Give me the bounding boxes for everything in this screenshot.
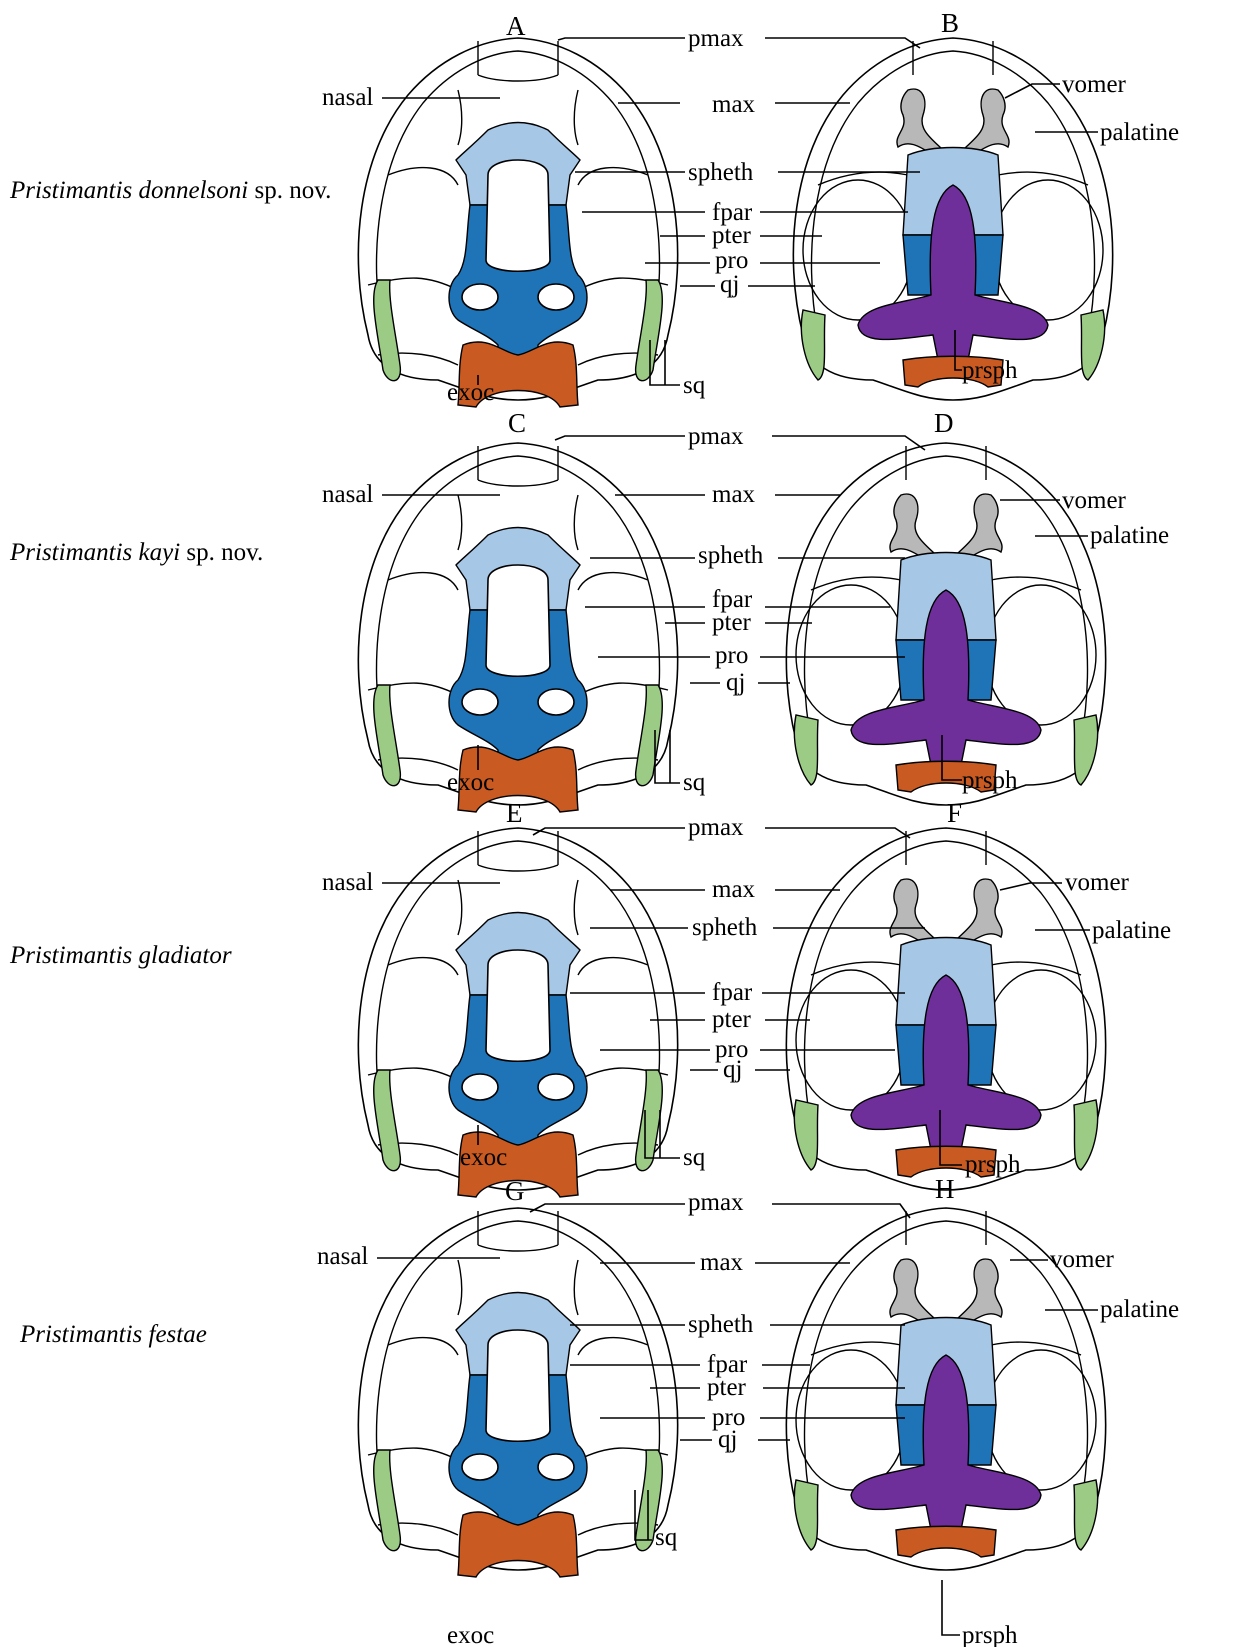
label-pmax-row4: pmax: [688, 1189, 744, 1216]
label-prsph-row3: prsph: [965, 1151, 1021, 1178]
label-qj-row3: qj: [723, 1056, 742, 1083]
label-pter-row3: pter: [712, 1006, 752, 1033]
label-exoc-row1: exoc: [447, 379, 494, 406]
panel-label-B: B: [941, 8, 959, 38]
label-exoc-row3: exoc: [460, 1144, 507, 1171]
label-vomer-row4: vomer: [1050, 1246, 1115, 1273]
panel-D-skull: [786, 443, 1105, 805]
species-name-4: Pristimantis festae: [19, 1321, 207, 1348]
label-pter-row1: pter: [712, 222, 752, 249]
label-fpar-row3: fpar: [712, 979, 753, 1006]
label-spheth-row3: spheth: [692, 914, 758, 941]
panel-C-skull: [358, 443, 677, 812]
label-spheth-row1: spheth: [688, 159, 754, 186]
label-vomer-row2: vomer: [1062, 487, 1127, 514]
label-pter-row4: pter: [707, 1374, 747, 1401]
label-max-row4: max: [700, 1249, 744, 1276]
label-vomer-row3: vomer: [1065, 869, 1130, 896]
label-sq-row2: sq: [683, 769, 706, 796]
panel-label-D: D: [934, 408, 954, 438]
label-prsph-row1: prsph: [962, 357, 1018, 384]
panel-A-skull: [358, 38, 677, 407]
panel-label-A: A: [506, 11, 526, 41]
label-palatine-row3: palatine: [1092, 917, 1171, 944]
label-qj-row1: qj: [720, 271, 739, 298]
panel-label-E: E: [506, 798, 523, 828]
label-vomer-row1: vomer: [1062, 71, 1127, 98]
label-palatine-row2: palatine: [1090, 522, 1169, 549]
label-palatine-row4: palatine: [1100, 1296, 1179, 1323]
label-prsph-row2: prsph: [962, 767, 1018, 794]
label-max-row2: max: [712, 481, 756, 508]
species-name-1: Pristimantis donnelsoni sp. nov.: [9, 177, 331, 204]
panel-label-H: H: [935, 1174, 955, 1204]
label-pter-row2: pter: [712, 609, 752, 636]
label-pmax-row2: pmax: [688, 423, 744, 450]
label-pro-row2: pro: [715, 642, 748, 669]
panel-label-C: C: [508, 408, 526, 438]
label-sq-row4: sq: [655, 1524, 678, 1551]
label-nasal-row3: nasal: [322, 869, 373, 896]
label-exoc-row2: exoc: [447, 769, 494, 796]
label-spheth-row4: spheth: [688, 1311, 754, 1338]
label-max-row3: max: [712, 876, 756, 903]
label-pmax-row1: pmax: [688, 25, 744, 52]
label-exoc-row4: exoc: [447, 1622, 494, 1647]
label-max-row1: max: [712, 91, 756, 118]
label-qj-row4: qj: [718, 1426, 737, 1453]
label-nasal-row1: nasal: [322, 84, 373, 111]
label-nasal-row4: nasal: [317, 1243, 368, 1270]
label-pro-row1: pro: [715, 247, 748, 274]
label-prsph-row4: prsph: [962, 1622, 1018, 1647]
panel-label-G: G: [505, 1176, 525, 1206]
label-spheth-row2: spheth: [698, 542, 764, 569]
species-name-2: Pristimantis kayi sp. nov.: [9, 539, 263, 566]
species-name-3: Pristimantis gladiator: [9, 942, 232, 969]
label-sq-row3: sq: [683, 1144, 706, 1171]
panel-label-F: F: [947, 798, 962, 828]
label-sq-row1: sq: [683, 372, 706, 399]
label-palatine-row1: palatine: [1100, 119, 1179, 146]
label-qj-row2: qj: [726, 669, 745, 696]
label-nasal-row2: nasal: [322, 481, 373, 508]
label-pmax-row3: pmax: [688, 814, 744, 841]
